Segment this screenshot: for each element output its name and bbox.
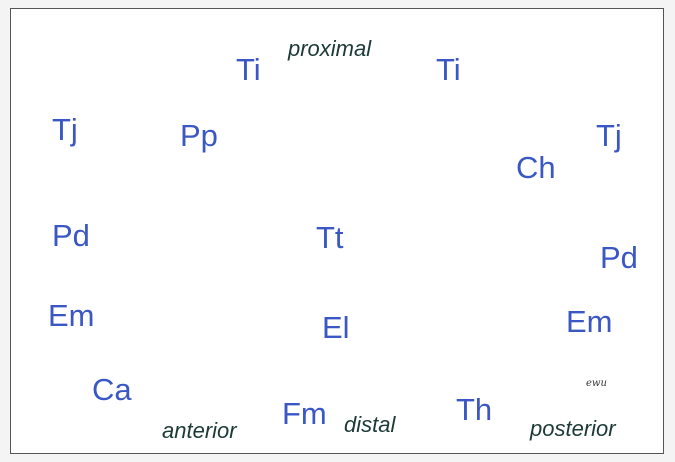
label-right-ch: Ch — [516, 152, 556, 183]
label-left-tt: Tt — [316, 222, 344, 253]
direction-anterior: anterior — [162, 420, 237, 442]
artist-signature: ewu — [586, 378, 607, 389]
label-left-fm: Fm — [282, 398, 327, 429]
direction-posterior: posterior — [530, 418, 616, 440]
label-left-pp: Pp — [180, 120, 218, 151]
label-left-em: Em — [48, 300, 95, 331]
label-right-em: Em — [566, 306, 613, 337]
label-right-pd: Pd — [600, 242, 638, 273]
direction-distal: distal — [344, 414, 395, 436]
label-left-el: El — [322, 312, 350, 343]
label-right-tj: Tj — [596, 120, 622, 151]
label-left-ti: Ti — [236, 54, 261, 85]
label-right-ti: Ti — [436, 54, 461, 85]
label-left-ca: Ca — [92, 374, 132, 405]
label-left-tj: Tj — [52, 114, 78, 145]
direction-proximal: proximal — [288, 38, 371, 60]
label-left-pd: Pd — [52, 220, 90, 251]
label-right-th: Th — [456, 394, 492, 425]
